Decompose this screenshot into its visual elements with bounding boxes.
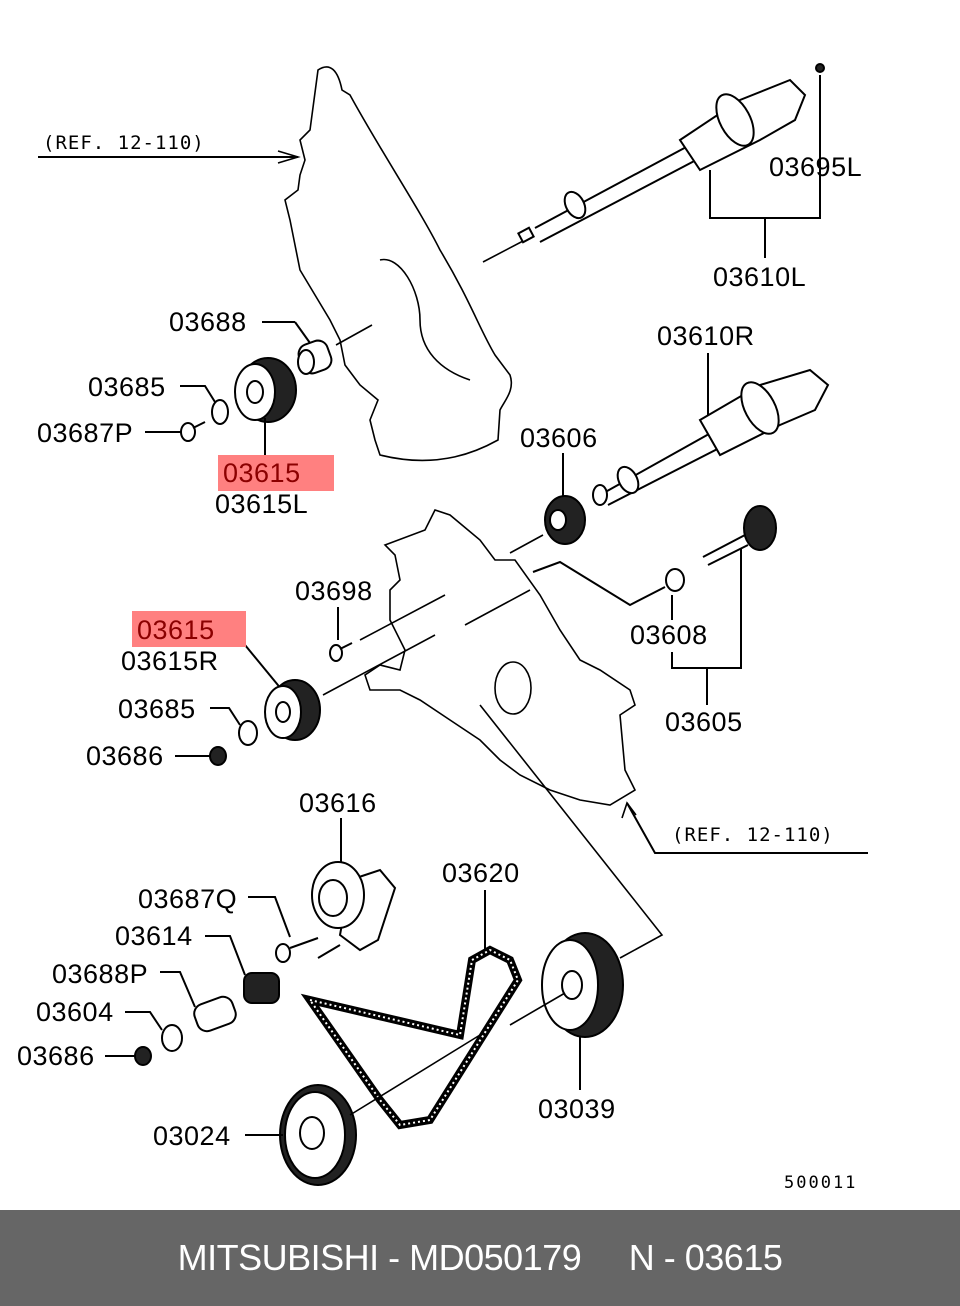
part-label-03620[interactable]: 03620 — [442, 858, 520, 888]
timing-belt-03620 — [300, 890, 523, 1130]
diagram-drawing — [38, 63, 868, 1186]
balance-shaft-right — [592, 353, 830, 506]
part-label-03615-highlighted-top[interactable]: 03615 — [223, 458, 301, 488]
part-label-03616[interactable]: 03616 — [299, 788, 377, 818]
highlight-box-mid — [132, 611, 246, 647]
part-label-03686-bottom[interactable]: 03686 — [17, 1041, 95, 1071]
sprocket-03039 — [509, 932, 624, 1090]
ref-label-bottom: (REF. 12-110) — [672, 824, 834, 846]
part-label-03605[interactable]: 03605 — [665, 707, 743, 737]
part-label-03685-mid[interactable]: 03685 — [118, 694, 196, 724]
part-label-03606[interactable]: 03606 — [520, 423, 598, 453]
footer-part-info: MITSUBISHI - MD050179 N - 03615 — [177, 1237, 783, 1278]
part-label-03687P[interactable]: 03687P — [37, 418, 134, 448]
tensioner-03616 — [311, 861, 397, 959]
part-label-03039[interactable]: 03039 — [538, 1094, 616, 1124]
parts-diagram: (REF. 12-110) (REF. 12-110) 03695L 03610… — [17, 63, 868, 1193]
footer-bar: MITSUBISHI - MD050179 N - 03615 — [0, 1210, 960, 1306]
part-label-03614[interactable]: 03614 — [115, 921, 193, 951]
part-label-03688P[interactable]: 03688P — [52, 959, 149, 989]
part-label-03604[interactable]: 03604 — [36, 997, 114, 1027]
lower-case-outline — [364, 509, 637, 806]
part-label-03608[interactable]: 03608 — [630, 620, 708, 650]
part-label-03685-top[interactable]: 03685 — [88, 372, 166, 402]
part-label-03688[interactable]: 03688 — [169, 307, 247, 337]
part-label-03615R[interactable]: 03615R — [121, 646, 219, 676]
highlight-box-top — [218, 455, 334, 491]
balance-shaft-left — [517, 63, 825, 244]
part-label-03610R[interactable]: 03610R — [657, 321, 755, 351]
ref-label-top: (REF. 12-110) — [43, 132, 205, 154]
part-label-03024[interactable]: 03024 — [153, 1121, 231, 1151]
upper-case-outline — [284, 66, 526, 462]
part-label-03695L[interactable]: 03695L — [769, 152, 863, 182]
part-label-03698[interactable]: 03698 — [295, 576, 373, 606]
drawing-code: 500011 — [784, 1173, 858, 1193]
ref-arrow-top — [38, 150, 301, 164]
part-label-03615-highlighted-mid[interactable]: 03615 — [137, 615, 215, 645]
bushing-03688 — [262, 321, 333, 375]
sprocket-03024 — [245, 1034, 481, 1186]
part-label-03687Q[interactable]: 03687Q — [138, 884, 238, 914]
part-label-03686-mid[interactable]: 03686 — [86, 741, 164, 771]
part-label-03615L[interactable]: 03615L — [215, 489, 309, 519]
sprocket-left — [234, 357, 297, 458]
ref-arrow-bottom — [621, 801, 868, 854]
part-label-03610L[interactable]: 03610L — [713, 262, 807, 292]
